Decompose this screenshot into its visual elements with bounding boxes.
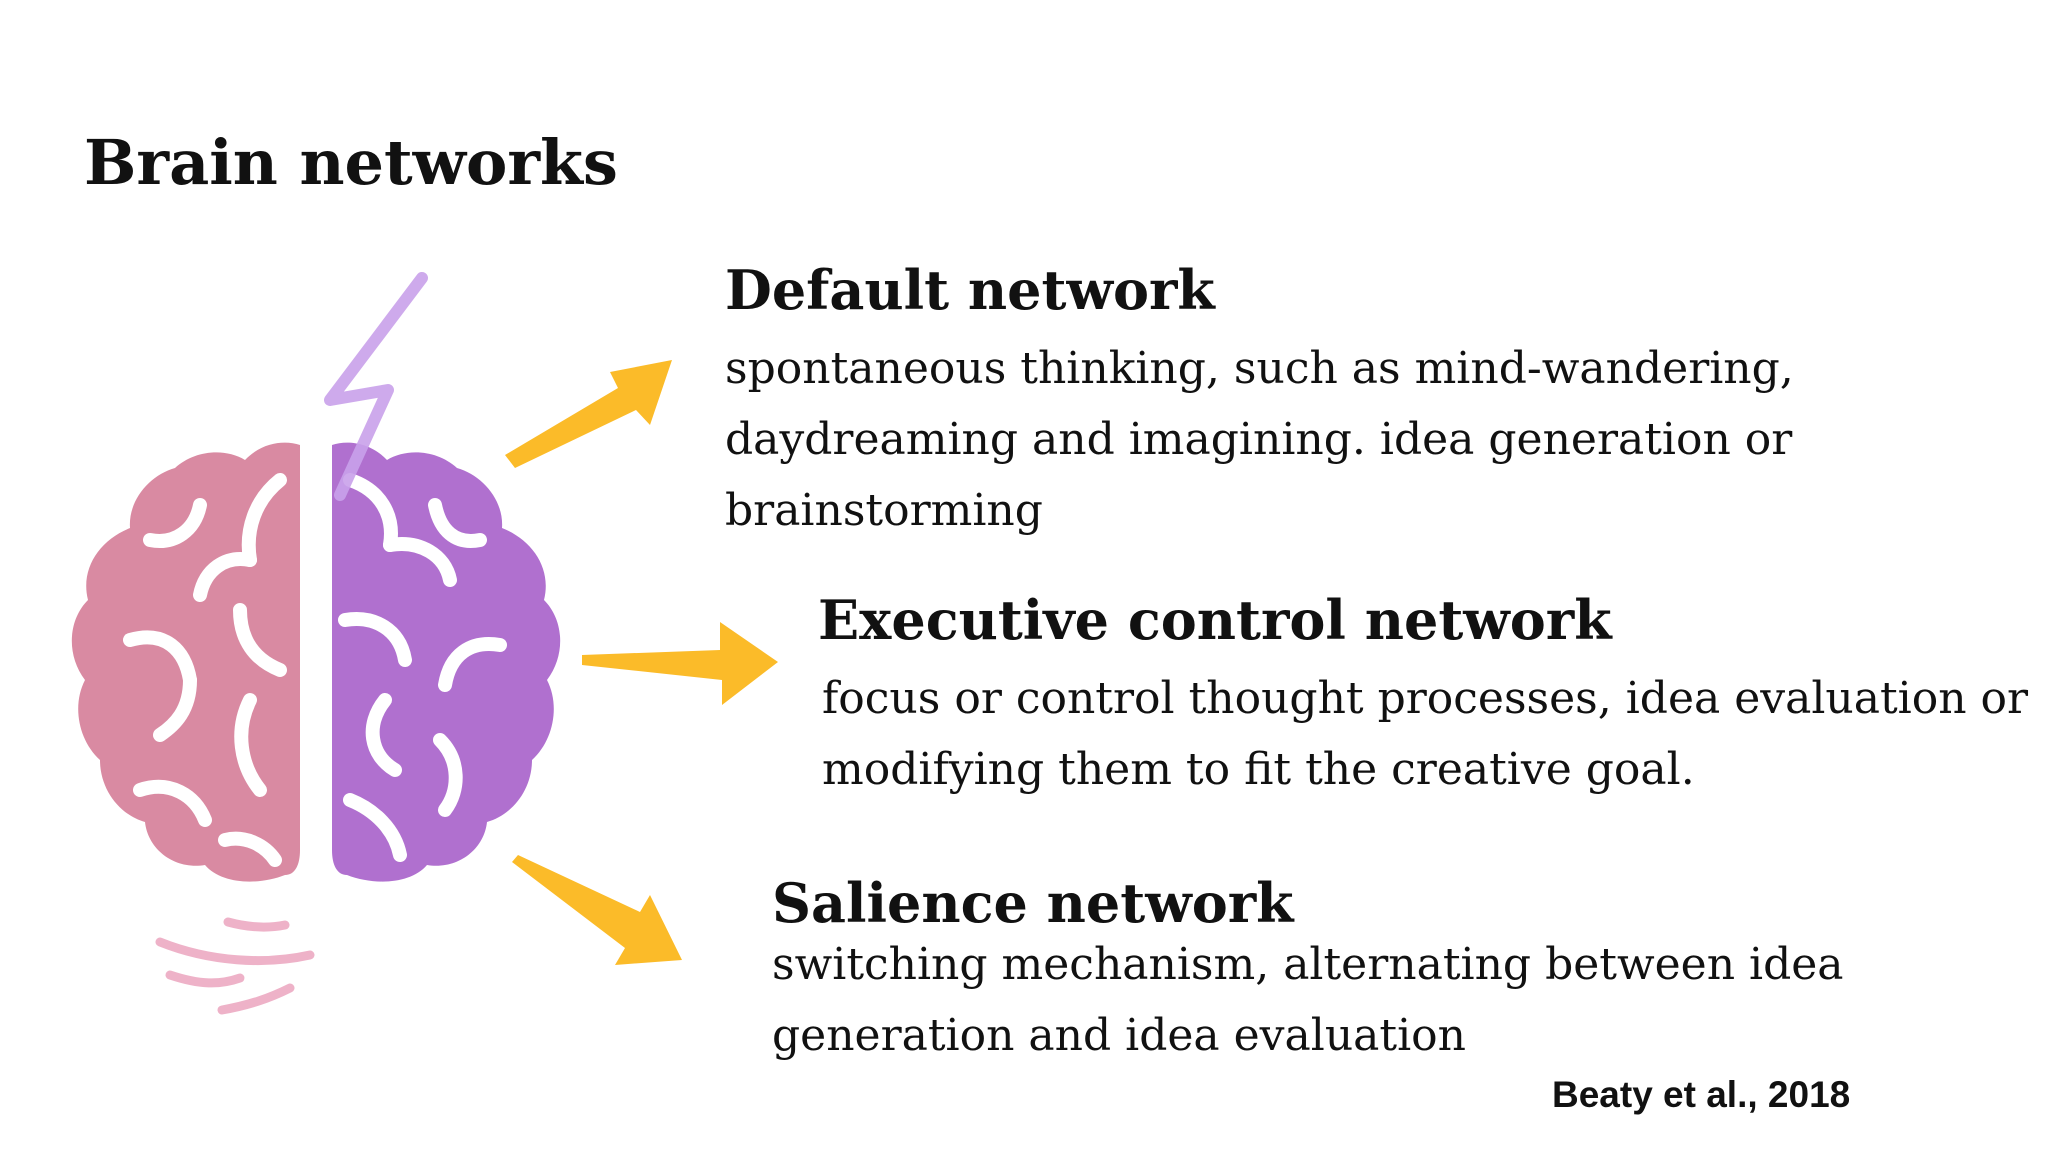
default-network-heading: Default network: [725, 258, 1215, 322]
salience-network-line: switching mechanism, alternating between…: [772, 939, 1844, 990]
executive-control-network-line: focus or control thought processes, idea…: [822, 673, 2029, 724]
salience-network-line: generation and idea evaluation: [772, 1010, 1466, 1061]
default-network-line: daydreaming and imagining. idea generati…: [725, 414, 1793, 465]
wave-lines: [155, 917, 315, 1015]
executive-control-network-heading: Executive control network: [818, 588, 1612, 652]
default-network-line: brainstorming: [725, 485, 1043, 536]
arrows: [505, 360, 778, 965]
executive-control-network-line: modifying them to fit the creative goal.: [822, 744, 1695, 795]
salience-network-description: switching mechanism, alternating between…: [772, 929, 1844, 1071]
citation: Beaty et al., 2018: [1552, 1074, 1851, 1115]
arrow-to-executive-control-network: [582, 622, 778, 705]
executive-control-network-description: focus or control thought processes, idea…: [822, 663, 2028, 805]
arrow-to-salience-network: [512, 855, 682, 965]
lightning-icon: [324, 272, 428, 501]
default-network-line: spontaneous thinking, such as mind-wande…: [725, 343, 1794, 394]
right-brain-folds: [338, 473, 507, 862]
salience-network-heading: Salience network: [772, 871, 1294, 935]
page-title: Brain networks: [84, 126, 618, 199]
left-brain-folds: [123, 473, 287, 867]
arrow-to-default-network: [505, 360, 672, 468]
default-network-description: spontaneous thinking, such as mind-wande…: [725, 333, 1794, 546]
